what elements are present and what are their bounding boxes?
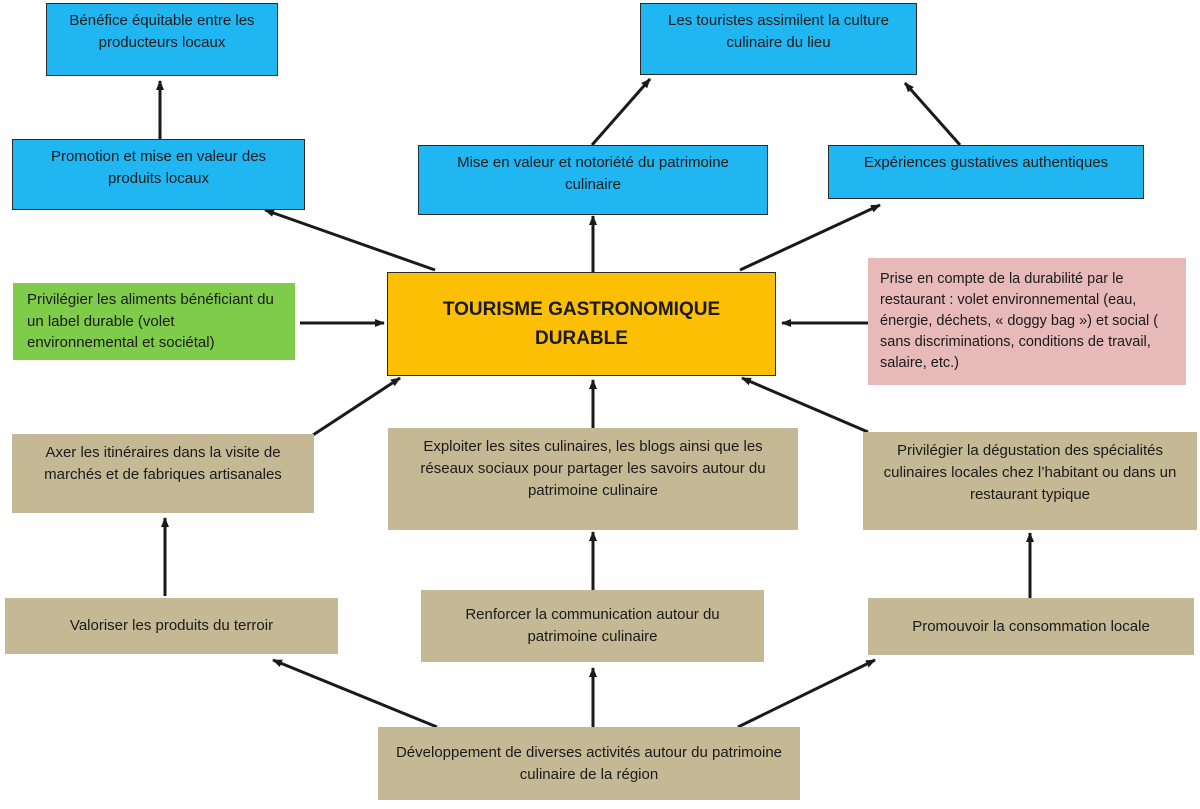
arrow-degustation-to-center	[741, 376, 869, 434]
outcome-notoriete: Mise en valeur et notoriété du patrimoin…	[418, 145, 768, 215]
arrow-center-to-promotion	[264, 208, 436, 272]
arrow-experiences-to-touristes	[903, 82, 962, 146]
action-degustation-text: Privilégier la dégustation des spécialit…	[883, 442, 1177, 503]
action-consommation-text: Promouvoir la consommation locale	[912, 617, 1150, 635]
action-communication-text: Renforcer la communication autour du pat…	[465, 606, 720, 645]
action-degustation: Privilégier la dégustation des spécialit…	[863, 432, 1197, 530]
center-node-label: TOURISME GASTRONOMIQUE DURABLE	[442, 298, 721, 349]
action-itineraires-text: Axer les itinéraires dans la visite de m…	[44, 444, 282, 483]
side-label-durable: Privilégier les aliments bénéficiant du …	[13, 283, 295, 360]
arrow-developpement-to-valoriser	[272, 658, 438, 729]
outcome-benefice-text: Bénéfice équitable entre les producteurs…	[69, 12, 255, 51]
center-node: TOURISME GASTRONOMIQUE DURABLE	[387, 272, 776, 376]
outcome-notoriete-text: Mise en valeur et notoriété du patrimoin…	[457, 154, 729, 193]
side-restaurant: Prise en compte de la durabilité par le …	[868, 258, 1186, 385]
outcome-touristes-text: Les touristes assimilent la culture culi…	[668, 12, 889, 51]
action-valoriser-text: Valoriser les produits du terroir	[69, 617, 274, 635]
side-restaurant-text: Prise en compte de la durabilité par le …	[880, 270, 1159, 372]
action-sites-text: Exploiter les sites culinaires, les blog…	[420, 438, 766, 499]
outcome-touristes: Les touristes assimilent la culture culi…	[640, 3, 917, 75]
action-developpement-text: Développement de diverses activités auto…	[395, 743, 783, 783]
action-developpement: Développement de diverses activités auto…	[378, 727, 800, 800]
outcome-experiences: Expériences gustatives authentiques	[828, 145, 1144, 199]
outcome-benefice: Bénéfice équitable entre les producteurs…	[46, 3, 278, 76]
outcome-promotion: Promotion et mise en valeur des produits…	[12, 139, 305, 210]
arrow-itineraires-to-center	[312, 376, 401, 437]
side-label-durable-text: Privilégier les aliments bénéficiant du …	[27, 290, 274, 352]
action-sites: Exploiter les sites culinaires, les blog…	[388, 428, 798, 530]
outcome-experiences-text: Expériences gustatives authentiques	[863, 154, 1109, 171]
action-consommation: Promouvoir la consommation locale	[868, 598, 1194, 655]
action-valoriser: Valoriser les produits du terroir	[5, 598, 338, 654]
outcome-promotion-text: Promotion et mise en valeur des produits…	[50, 148, 267, 187]
action-itineraires: Axer les itinéraires dans la visite de m…	[12, 434, 314, 513]
arrow-developpement-to-consommation	[737, 658, 876, 729]
action-communication: Renforcer la communication autour du pat…	[421, 590, 764, 662]
arrow-notoriete-to-touristes	[590, 78, 652, 146]
